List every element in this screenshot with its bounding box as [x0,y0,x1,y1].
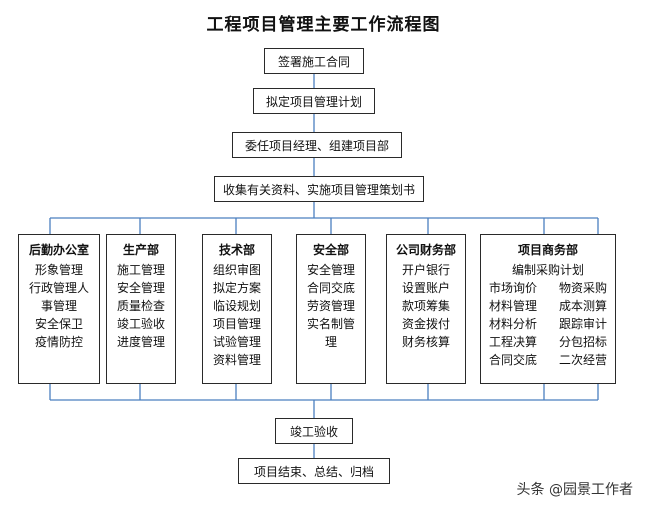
diagram-title: 工程项目管理主要工作流程图 [206,15,441,35]
dept-item: 实名制管 [306,317,355,331]
dept-item: 安全保卫 [34,317,83,331]
watermark-text: 头条 @园景工作者 [516,482,633,498]
dept-item: 市场询价 [488,281,537,295]
dept-title: 项目商务部 [517,243,578,257]
dept-item: 施工管理 [116,263,165,277]
step-project-close: 项目结束、总结、归档 [238,458,390,484]
dept-title: 技术部 [218,243,255,257]
dept-item: 理 [324,335,337,349]
dept-item: 临设规划 [212,299,261,313]
dept-item: 二次经营 [558,353,607,367]
dept-production: 生产部 施工管理 安全管理 质量检查 竣工验收 进度管理 [106,234,176,384]
dept-subtitle: 编制采购计划 [511,263,584,277]
dept-item: 试验管理 [212,335,261,349]
dept-item: 物资采购 [558,281,607,295]
dept-item: 资金拨付 [401,317,450,331]
dept-item: 款项筹集 [401,299,450,313]
dept-business: 项目商务部 编制采购计划 市场询价 物资采购 材料管理 成本测算 材料分析 跟踪… [480,234,616,384]
dept-title: 安全部 [312,243,349,257]
dept-item-grid: 市场询价 物资采购 材料管理 成本测算 材料分析 跟踪审计 工程决算 分包招标 … [481,279,615,369]
dept-item: 开户银行 [401,263,450,277]
dept-item: 合同交底 [488,353,537,367]
dept-item: 设置账户 [401,281,450,295]
step-completion-acceptance: 竣工验收 [275,418,353,444]
dept-item: 成本测算 [558,299,607,313]
dept-logistics-office: 后勤办公室 形象管理 行政管理人 事管理 安全保卫 疫情防控 [18,234,100,384]
dept-item: 工程决算 [488,335,537,349]
dept-title: 后勤办公室 [28,243,89,257]
dept-finance: 公司财务部 开户银行 设置账户 款项筹集 资金拨付 财务核算 [386,234,466,384]
dept-item: 形象管理 [34,263,83,277]
step-collect-data: 收集有关资料、实施项目管理策划书 [214,176,424,202]
dept-item: 事管理 [40,299,77,313]
step-appoint-manager: 委任项目经理、组建项目部 [232,132,402,158]
dept-item: 财务核算 [401,335,450,349]
dept-technical: 技术部 组织审图 拟定方案 临设规划 项目管理 试验管理 资料管理 [202,234,272,384]
dept-item: 安全管理 [116,281,165,295]
dept-item: 安全管理 [306,263,355,277]
dept-item: 资料管理 [212,353,261,367]
dept-item: 材料管理 [488,299,537,313]
dept-item: 行政管理人 [28,281,89,295]
dept-item: 项目管理 [212,317,261,331]
dept-item: 分包招标 [558,335,607,349]
dept-item: 组织审图 [212,263,261,277]
dept-title: 生产部 [122,243,159,257]
dept-title: 公司财务部 [395,243,456,257]
watermark: 头条 @园景工作者 [517,479,633,499]
step-sign-contract: 签署施工合同 [264,48,364,74]
dept-safety: 安全部 安全管理 合同交底 劳资管理 实名制管 理 [296,234,366,384]
dept-item: 合同交底 [306,281,355,295]
step-draft-plan: 拟定项目管理计划 [253,88,375,114]
dept-item: 进度管理 [116,335,165,349]
dept-item: 质量检查 [116,299,165,313]
dept-item: 竣工验收 [116,317,165,331]
dept-item: 跟踪审计 [558,317,607,331]
dept-item: 疫情防控 [34,335,83,349]
dept-item: 拟定方案 [212,281,261,295]
dept-item: 材料分析 [488,317,537,331]
dept-item: 劳资管理 [306,299,355,313]
